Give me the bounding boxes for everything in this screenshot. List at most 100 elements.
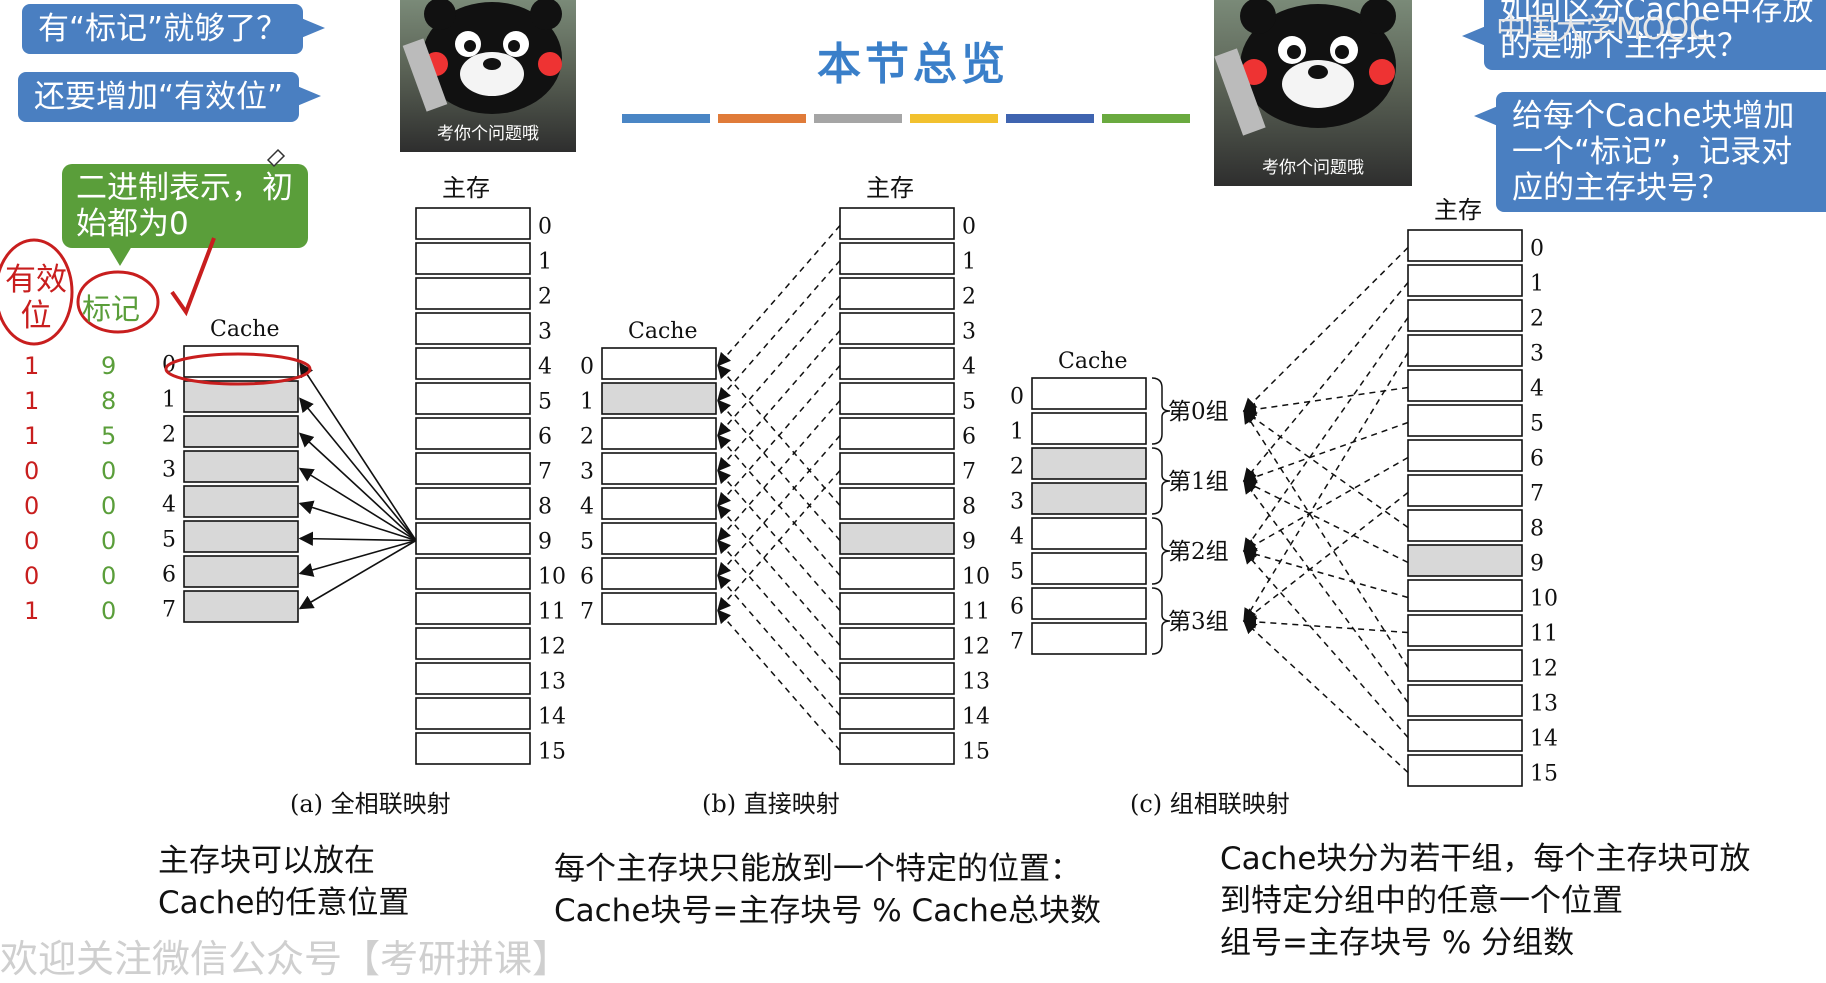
b-mapping-arrow-15 bbox=[717, 609, 841, 751]
c-cache-index-3: 3 bbox=[1010, 490, 1024, 515]
c-main-index-6: 6 bbox=[1530, 447, 1544, 472]
b-main-block-9 bbox=[839, 522, 955, 555]
c-main-index-15: 15 bbox=[1530, 762, 1558, 787]
bubble-text: 如何区分Cache中存放的是哪个主存块？ bbox=[1500, 0, 1814, 64]
b-main-block-6 bbox=[839, 417, 955, 450]
note-line: Cache块分为若干组，每个主存块可放 bbox=[1220, 841, 1751, 877]
valid-bit-7: 1 bbox=[24, 597, 40, 625]
c-main-index-4: 4 bbox=[1530, 377, 1544, 402]
note-tail bbox=[108, 246, 132, 266]
a-cache-block-3 bbox=[183, 450, 299, 483]
a-main-index-15: 15 bbox=[538, 740, 566, 765]
a-main-block-8 bbox=[415, 487, 531, 520]
b-main-block-3 bbox=[839, 312, 955, 345]
c-group-brace-0 bbox=[1151, 377, 1171, 445]
note-line: Cache的任意位置 bbox=[158, 885, 410, 921]
bubble-tail bbox=[1474, 106, 1498, 126]
a-main-index-13: 13 bbox=[538, 670, 566, 695]
b-main-block-12 bbox=[839, 627, 955, 660]
b-main-index-10: 10 bbox=[962, 565, 990, 590]
b-cache-index-5: 5 bbox=[580, 530, 594, 555]
c-mapping-arrow-7 bbox=[1242, 491, 1409, 622]
c-group-brace-2 bbox=[1151, 517, 1171, 585]
c-main-block-8 bbox=[1407, 509, 1523, 542]
a-mapping-arrow-3 bbox=[298, 467, 417, 542]
a-cache-block-5 bbox=[183, 520, 299, 553]
b-cache-index-1: 1 bbox=[580, 390, 594, 415]
b-cache-index-0: 0 bbox=[580, 355, 594, 380]
tag-value-1: 8 bbox=[101, 387, 117, 415]
answer-bubble-valid-bit: 还要增加“有效位” bbox=[18, 72, 322, 122]
a-main-block-7 bbox=[415, 452, 531, 485]
c-main-title: 主存 bbox=[1434, 196, 1482, 224]
b-main-block-4 bbox=[839, 347, 955, 380]
a-mapping-arrow-1 bbox=[299, 397, 417, 542]
a-cache-index-6: 6 bbox=[162, 563, 176, 588]
a-cache-index-3: 3 bbox=[162, 458, 176, 483]
color-bar-3 bbox=[910, 114, 998, 123]
b-cache-index-6: 6 bbox=[580, 565, 594, 590]
c-main-index-9: 9 bbox=[1530, 552, 1544, 577]
caption-fully-associative: (a) 全相联映射 bbox=[290, 790, 451, 818]
a-mapping-arrow-0 bbox=[299, 362, 417, 541]
b-mapping-arrow-1 bbox=[717, 260, 841, 402]
valid-bit-6: 0 bbox=[24, 562, 40, 590]
color-bar-2 bbox=[814, 114, 902, 123]
c-cache-index-7: 7 bbox=[1010, 630, 1024, 655]
bubble-tail bbox=[1462, 26, 1486, 46]
c-main-block-0 bbox=[1407, 229, 1523, 262]
c-main-block-10 bbox=[1407, 579, 1523, 612]
b-main-index-14: 14 bbox=[962, 705, 990, 730]
note-direct-mapped: 每个主存块只能放到一个特定的位置： Cache块号=主存块号 % Cache总块… bbox=[554, 848, 1101, 932]
b-main-index-0: 0 bbox=[962, 215, 976, 240]
b-cache-block-1 bbox=[601, 382, 717, 415]
a-main-index-6: 6 bbox=[538, 425, 552, 450]
c-main-index-7: 7 bbox=[1530, 482, 1544, 507]
c-main-block-13 bbox=[1407, 684, 1523, 717]
note-line: Cache块号=主存块号 % Cache总块数 bbox=[554, 893, 1101, 929]
a-main-index-7: 7 bbox=[538, 460, 552, 485]
b-main-index-15: 15 bbox=[962, 740, 990, 765]
valid-bit-0: 1 bbox=[24, 352, 40, 380]
b-main-index-13: 13 bbox=[962, 670, 990, 695]
a-main-block-11 bbox=[415, 592, 531, 625]
tag-label: 标记 bbox=[82, 292, 141, 326]
c-cache-index-5: 5 bbox=[1010, 560, 1024, 585]
b-mapping-arrow-14 bbox=[717, 574, 841, 716]
c-cache-block-7 bbox=[1031, 622, 1147, 655]
c-main-index-12: 12 bbox=[1530, 657, 1558, 682]
bubble-text: 给每个Cache块增加一个“标记”，记录对应的主存块号？ bbox=[1512, 98, 1795, 206]
c-mapping-arrow-4 bbox=[1242, 386, 1409, 416]
b-main-block-0 bbox=[839, 207, 955, 240]
c-group-label-0: 第0组 bbox=[1168, 399, 1229, 425]
b-main-block-15 bbox=[839, 732, 955, 765]
tag-value-7: 0 bbox=[101, 597, 117, 625]
a-mapping-arrow-4 bbox=[298, 500, 417, 542]
c-cache-index-1: 1 bbox=[1010, 420, 1024, 445]
c-mapping-arrow-14 bbox=[1243, 549, 1409, 738]
c-main-block-4 bbox=[1407, 369, 1523, 402]
b-cache-block-7 bbox=[601, 592, 717, 625]
c-cache-index-0: 0 bbox=[1010, 385, 1024, 410]
c-main-index-0: 0 bbox=[1530, 237, 1544, 262]
a-main-block-15 bbox=[415, 732, 531, 765]
slide-title: 本节总览 bbox=[817, 39, 1009, 90]
a-cache-block-6 bbox=[183, 555, 299, 588]
mooc-logo: 中国大学MOOC bbox=[1496, 12, 1711, 47]
b-main-block-7 bbox=[839, 452, 955, 485]
b-main-index-1: 1 bbox=[962, 250, 976, 275]
binary-note-text: 二进制表示，初始都为0 bbox=[76, 170, 293, 242]
tag-value-3: 0 bbox=[101, 457, 117, 485]
kumamon-figure bbox=[402, 0, 562, 114]
a-main-title: 主存 bbox=[442, 174, 490, 202]
bubble-tail bbox=[297, 86, 322, 106]
note-line: 主存块可以放在 bbox=[158, 843, 375, 879]
a-main-index-4: 4 bbox=[538, 355, 552, 380]
c-mapping-arrow-2 bbox=[1243, 317, 1409, 553]
c-mapping-arrow-9 bbox=[1242, 480, 1409, 564]
c-cache-block-1 bbox=[1031, 412, 1147, 445]
caption-direct-mapped: (b) 直接映射 bbox=[702, 790, 840, 818]
b-cache-block-5 bbox=[601, 522, 717, 555]
color-bar-1 bbox=[718, 114, 806, 123]
